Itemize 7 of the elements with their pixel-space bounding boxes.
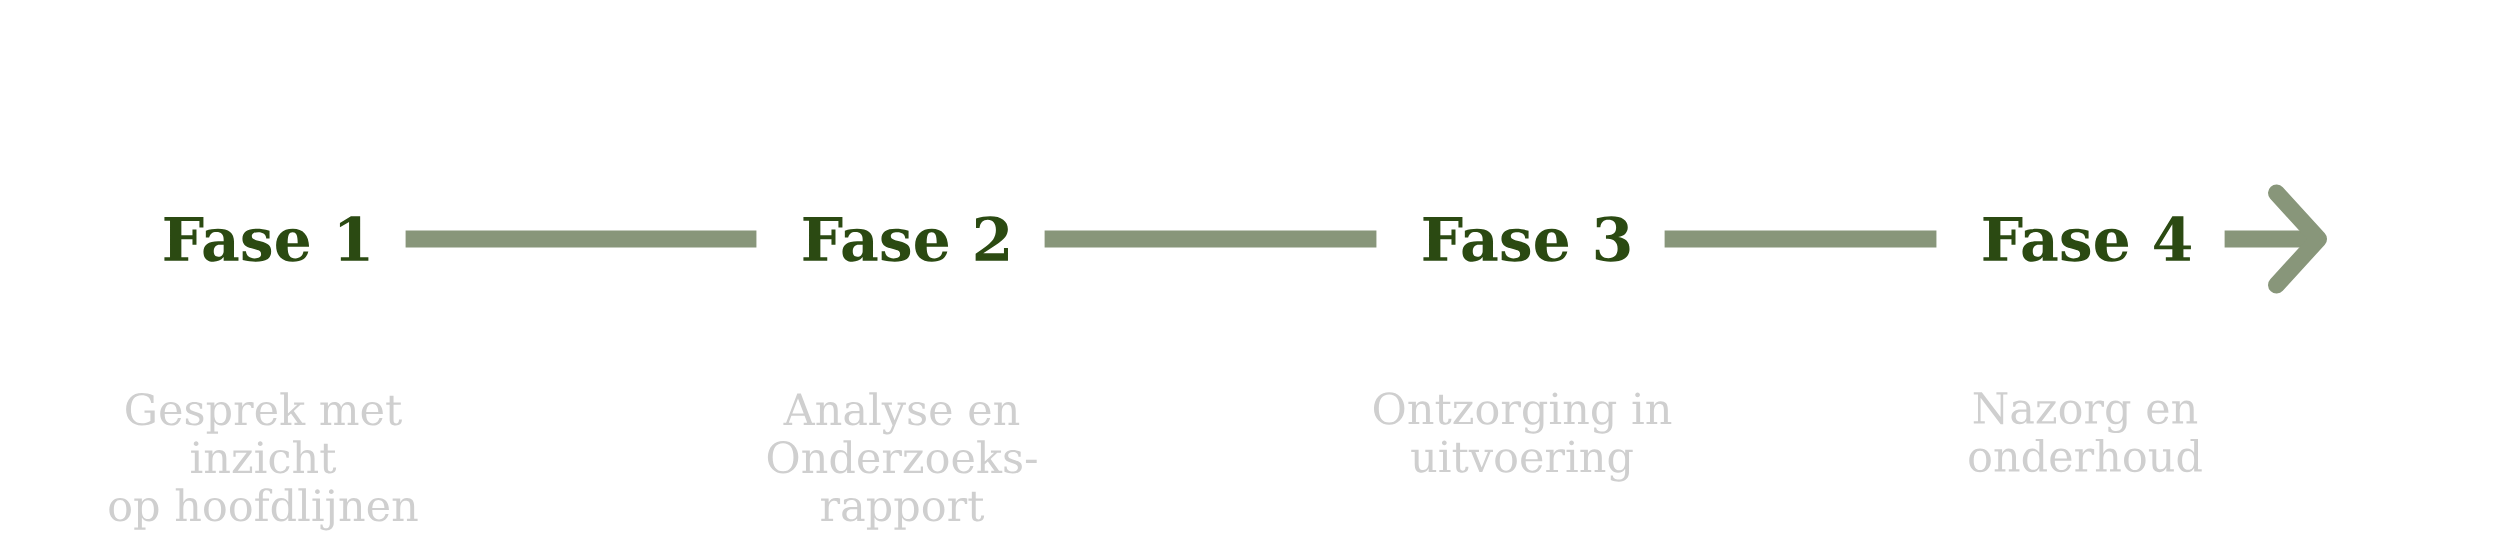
phase-title: Fase 1 — [164, 216, 369, 262]
connector-line — [1664, 230, 1937, 248]
connector-line — [1044, 230, 1377, 248]
phase-title: Fase 2 — [803, 216, 1008, 262]
phase-title: Fase 3 — [1423, 216, 1630, 262]
phase-title: Fase 4 — [1983, 216, 2191, 262]
connector-line — [405, 230, 757, 248]
